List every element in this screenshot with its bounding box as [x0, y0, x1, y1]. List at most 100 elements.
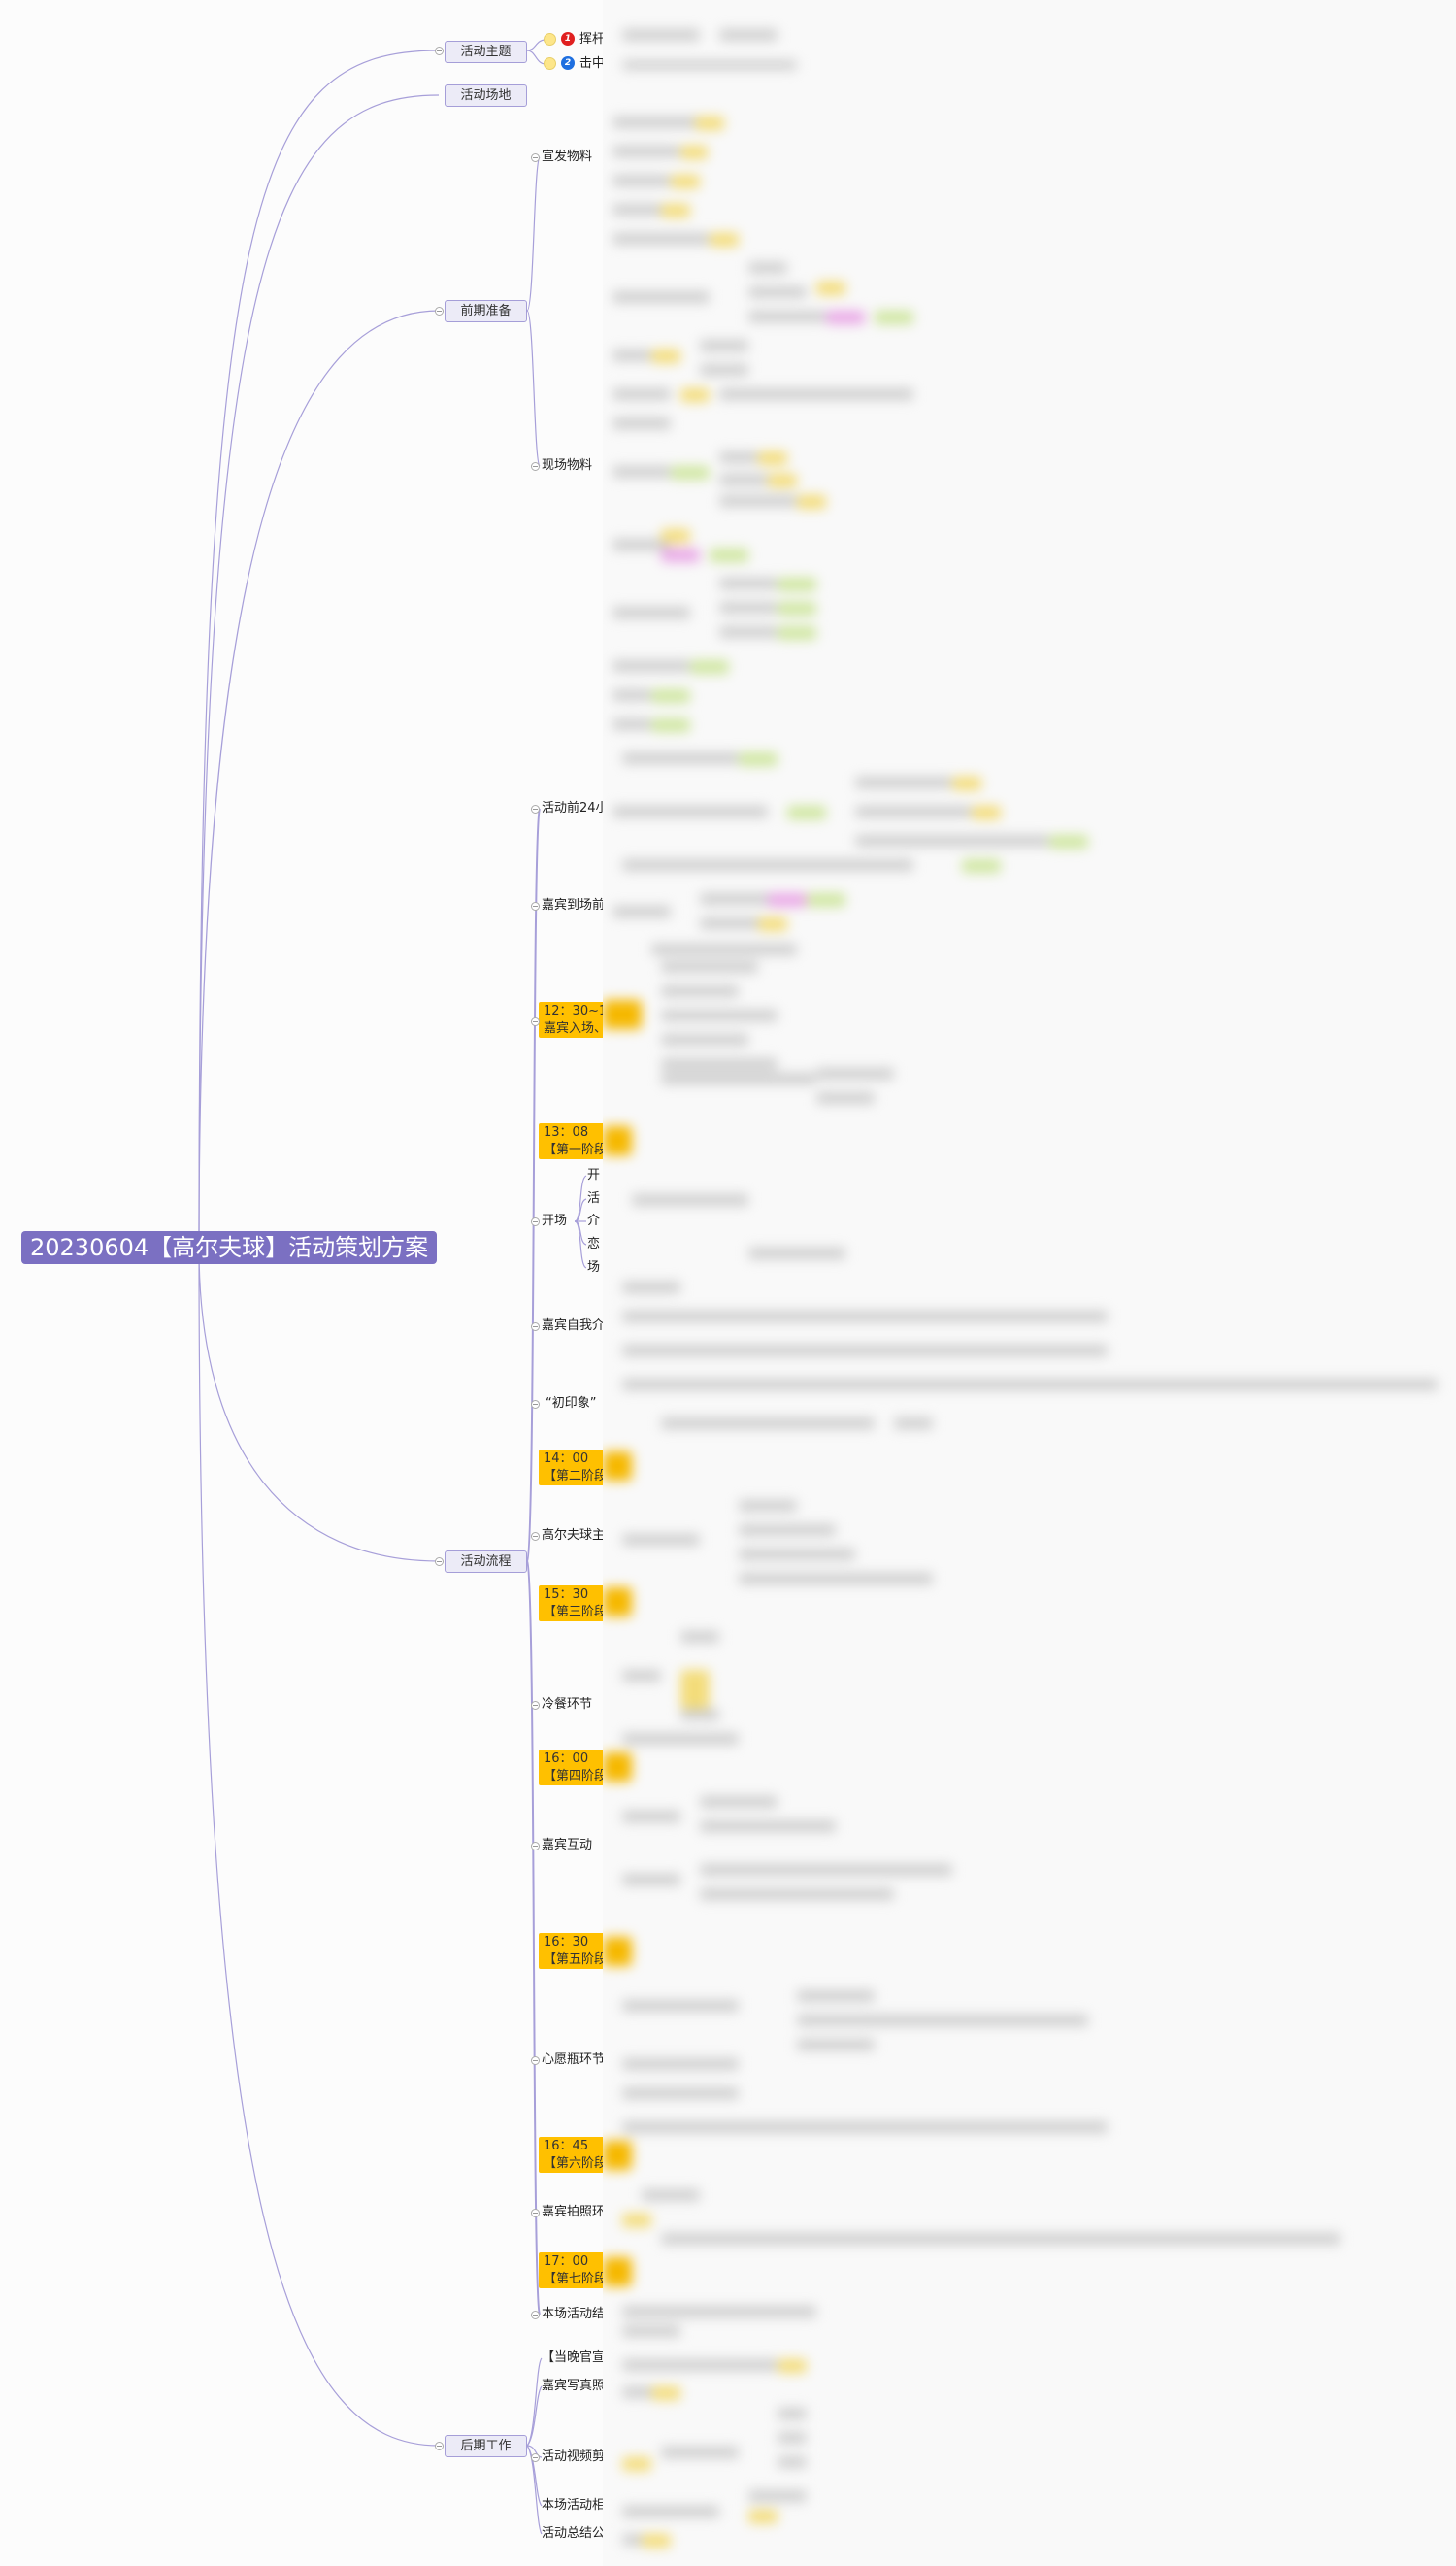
blurred-placeholder — [622, 1874, 680, 1885]
blurred-placeholder — [748, 286, 807, 298]
collapse-toggle[interactable] — [531, 2056, 540, 2065]
stage-title: 【第七阶段 — [544, 2272, 603, 2286]
blurred-placeholder — [768, 893, 807, 907]
blurred-placeholder — [748, 2510, 778, 2523]
root-topic[interactable]: 20230604【高尔夫球】活动策划方案 — [21, 1231, 438, 1264]
collapse-toggle[interactable] — [531, 1400, 540, 1409]
flow-item-interaction[interactable]: 嘉宾互动 — [542, 1838, 593, 1852]
blurred-placeholder — [972, 806, 1001, 819]
blurred-placeholder — [661, 1010, 778, 1021]
topic-preparation[interactable]: 前期准备 — [445, 300, 527, 322]
blurred-placeholder — [661, 1073, 816, 1084]
flow-item-first-impression[interactable]: “初印象” — [546, 1396, 597, 1411]
blurred-placeholder — [787, 806, 826, 819]
blurred-placeholder — [612, 718, 651, 730]
collapse-toggle[interactable] — [531, 1532, 540, 1541]
blurred-placeholder — [603, 1937, 632, 1966]
collapse-toggle[interactable] — [531, 805, 540, 814]
topic-venue[interactable]: 活动场地 — [445, 84, 527, 107]
blurred-placeholder — [622, 2087, 739, 2099]
subtopic-promo-materials[interactable]: 宣发物料 — [542, 150, 593, 164]
circle-marker-icon — [544, 57, 556, 70]
collapse-toggle[interactable] — [531, 1842, 540, 1850]
flow-item-before-arrival[interactable]: 嘉宾到场前 — [542, 898, 603, 913]
blurred-placeholder — [748, 1248, 845, 1259]
flow-item-24h[interactable]: 活动前24小 — [542, 801, 603, 816]
post-item[interactable]: 活动视频剪 — [542, 2449, 603, 2464]
blurred-placeholder — [603, 1587, 632, 1616]
blurred-placeholder — [622, 1670, 661, 1682]
circle-marker-icon — [544, 33, 556, 46]
collapse-toggle[interactable] — [435, 1557, 444, 1566]
flow-item-self-intro[interactable]: 嘉宾自我介 — [542, 1318, 603, 1333]
stage-box-6[interactable]: 16：45【第六阶段 — [539, 2137, 603, 2173]
blurred-placeholder — [651, 944, 797, 955]
stage-box-1[interactable]: 13：08【第一阶段 — [539, 1123, 603, 1159]
theme-item-1[interactable]: 挥杆 — [579, 32, 603, 47]
topic-activity-flow[interactable]: 活动流程 — [445, 1550, 527, 1573]
opening-child[interactable]: 场 — [587, 1260, 601, 1275]
stage-box-3[interactable]: 15：30【第三阶段 — [539, 1585, 603, 1621]
blurred-placeholder — [778, 2359, 807, 2373]
stage-box-7[interactable]: 17：00【第七阶段 — [539, 2252, 603, 2288]
flow-item-wish-bottle[interactable]: 心愿瓶环节 — [542, 2052, 603, 2067]
collapse-toggle[interactable] — [531, 153, 540, 162]
blurred-placeholder — [622, 2306, 816, 2317]
opening-child[interactable]: 介 — [587, 1214, 601, 1228]
blurred-placeholder — [622, 2457, 651, 2471]
opening-child[interactable]: 开 — [587, 1168, 601, 1183]
blurred-placeholder — [603, 2141, 632, 2170]
collapse-toggle[interactable] — [531, 1322, 540, 1331]
blurred-placeholder — [739, 752, 778, 766]
stage-title: 【第四阶段 — [544, 1769, 603, 1783]
blurred-placeholder — [661, 204, 690, 217]
collapse-toggle[interactable] — [531, 902, 540, 911]
blurred-placeholder — [700, 364, 748, 376]
flow-item-golf[interactable]: 高尔夫球主 — [542, 1528, 603, 1543]
collapse-toggle[interactable] — [531, 2209, 540, 2217]
blurred-placeholder — [612, 146, 680, 157]
collapse-toggle[interactable] — [531, 1701, 540, 1710]
blurred-placeholder — [719, 451, 758, 463]
collapse-toggle[interactable] — [435, 2442, 444, 2450]
blurred-placeholder — [797, 2039, 875, 2050]
topic-post-work[interactable]: 后期工作 — [445, 2435, 527, 2457]
post-item[interactable]: 活动总结公 — [542, 2526, 603, 2541]
blurred-placeholder — [768, 474, 797, 487]
collapse-toggle[interactable] — [531, 2453, 540, 2462]
post-item[interactable]: 【当晚官宣 — [542, 2350, 603, 2365]
collapse-toggle[interactable] — [531, 1017, 540, 1026]
collapse-toggle[interactable] — [531, 1217, 540, 1226]
post-item[interactable]: 嘉宾写真照 — [542, 2379, 603, 2393]
blurred-placeholder — [661, 961, 758, 973]
stage-box-5[interactable]: 16：30【第五阶段 — [539, 1933, 603, 1969]
opening-child[interactable]: 活 — [587, 1191, 601, 1206]
topic-activity-theme[interactable]: 活动主题 — [445, 41, 527, 63]
flow-item-photo[interactable]: 嘉宾拍照环 — [542, 2205, 603, 2219]
blurred-placeholder — [807, 893, 845, 907]
blurred-placeholder — [612, 233, 710, 245]
post-item[interactable]: 本场活动相 — [542, 2498, 603, 2513]
blurred-placeholder — [816, 1092, 875, 1104]
stage-box-2[interactable]: 14：00【第二阶段 — [539, 1450, 603, 1485]
flow-item-buffet[interactable]: 冷餐环节 — [542, 1697, 593, 1712]
blurred-placeholder — [661, 2447, 739, 2458]
flow-item-opening[interactable]: 开场 — [542, 1214, 568, 1228]
collapse-toggle[interactable] — [531, 462, 540, 471]
blurred-placeholder — [603, 2257, 632, 2286]
collapse-toggle[interactable] — [531, 2311, 540, 2319]
blurred-placeholder — [603, 1126, 632, 1155]
blurred-placeholder — [622, 1379, 1438, 1390]
opening-child[interactable]: 恋 — [587, 1237, 601, 1251]
collapse-toggle[interactable] — [435, 307, 444, 316]
theme-item-2[interactable]: 击中 — [579, 56, 603, 71]
subtopic-onsite-materials[interactable]: 现场物料 — [542, 458, 593, 473]
stage-box-4[interactable]: 16：00【第四阶段 — [539, 1750, 603, 1785]
flow-item-ending[interactable]: 本场活动结 — [542, 2307, 603, 2321]
blurred-placeholder — [690, 660, 729, 674]
stage-time: 15：30 — [544, 1587, 589, 1602]
blurred-placeholder — [642, 2189, 700, 2201]
collapse-toggle[interactable] — [435, 47, 444, 55]
blurred-placeholder — [719, 626, 778, 638]
